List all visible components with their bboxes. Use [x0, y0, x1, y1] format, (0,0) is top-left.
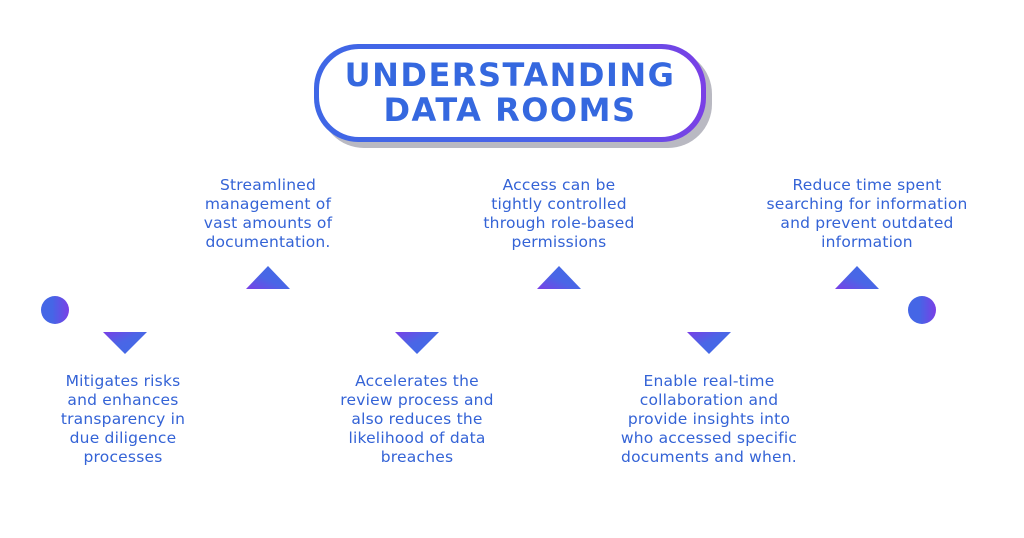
text-line: provide insights into — [627, 410, 791, 428]
timeline-end-dot — [908, 296, 936, 324]
text-line: management of — [204, 195, 332, 213]
up-triangle-marker-2 — [537, 266, 581, 289]
text-line: collaboration and — [639, 391, 779, 409]
text-line: who accessed specific — [620, 429, 798, 447]
title-line-2: DATA ROOMS — [383, 91, 637, 129]
milestone-text-below-2: Accelerates the review process and also … — [307, 372, 527, 467]
text-line: information — [821, 233, 913, 251]
text-line: Reduce time spent — [792, 176, 942, 194]
milestone-text-above-2: Access can be tightly controlled through… — [449, 176, 669, 252]
text-line: due diligence — [69, 429, 177, 447]
milestone-text-below-3: Enable real-time collaboration and provi… — [589, 372, 829, 467]
title-line-1: UNDERSTANDING — [344, 56, 676, 94]
text-line: vast amounts of — [203, 214, 333, 232]
milestone-text-above-1: Streamlined management of vast amounts o… — [168, 176, 368, 252]
title-inner: UNDERSTANDING DATA ROOMS — [319, 49, 701, 137]
text-line: Accelerates the — [355, 372, 479, 390]
text-line: review process and — [340, 391, 494, 409]
text-line: also reduces the — [351, 410, 483, 428]
up-triangle-marker-3 — [835, 266, 879, 289]
timeline-start-dot — [41, 296, 69, 324]
text-line: tightly controlled — [491, 195, 627, 213]
up-triangle-marker-1 — [246, 266, 290, 289]
text-line: through role-based — [483, 214, 635, 232]
title-box: UNDERSTANDING DATA ROOMS — [314, 44, 706, 142]
text-line: Streamlined — [219, 176, 317, 194]
text-line: documentation. — [205, 233, 331, 251]
text-line: likelihood of data — [348, 429, 486, 447]
text-line: transparency in — [60, 410, 186, 428]
text-line: documents and when. — [621, 448, 797, 466]
text-line: and prevent outdated — [780, 214, 954, 232]
text-line: breaches — [380, 448, 454, 466]
text-line: permissions — [511, 233, 607, 251]
text-line: searching for information — [766, 195, 968, 213]
text-line: and enhances — [67, 391, 179, 409]
text-line: Enable real-time — [643, 372, 775, 390]
down-triangle-marker-2 — [395, 332, 439, 354]
text-line: Access can be — [502, 176, 616, 194]
text-line: Mitigates risks — [65, 372, 181, 390]
milestone-text-above-3: Reduce time spent searching for informat… — [737, 176, 997, 252]
down-triangle-marker-3 — [687, 332, 731, 354]
text-line: processes — [83, 448, 163, 466]
down-triangle-marker-1 — [103, 332, 147, 354]
milestone-text-below-1: Mitigates risks and enhances transparenc… — [23, 372, 223, 467]
